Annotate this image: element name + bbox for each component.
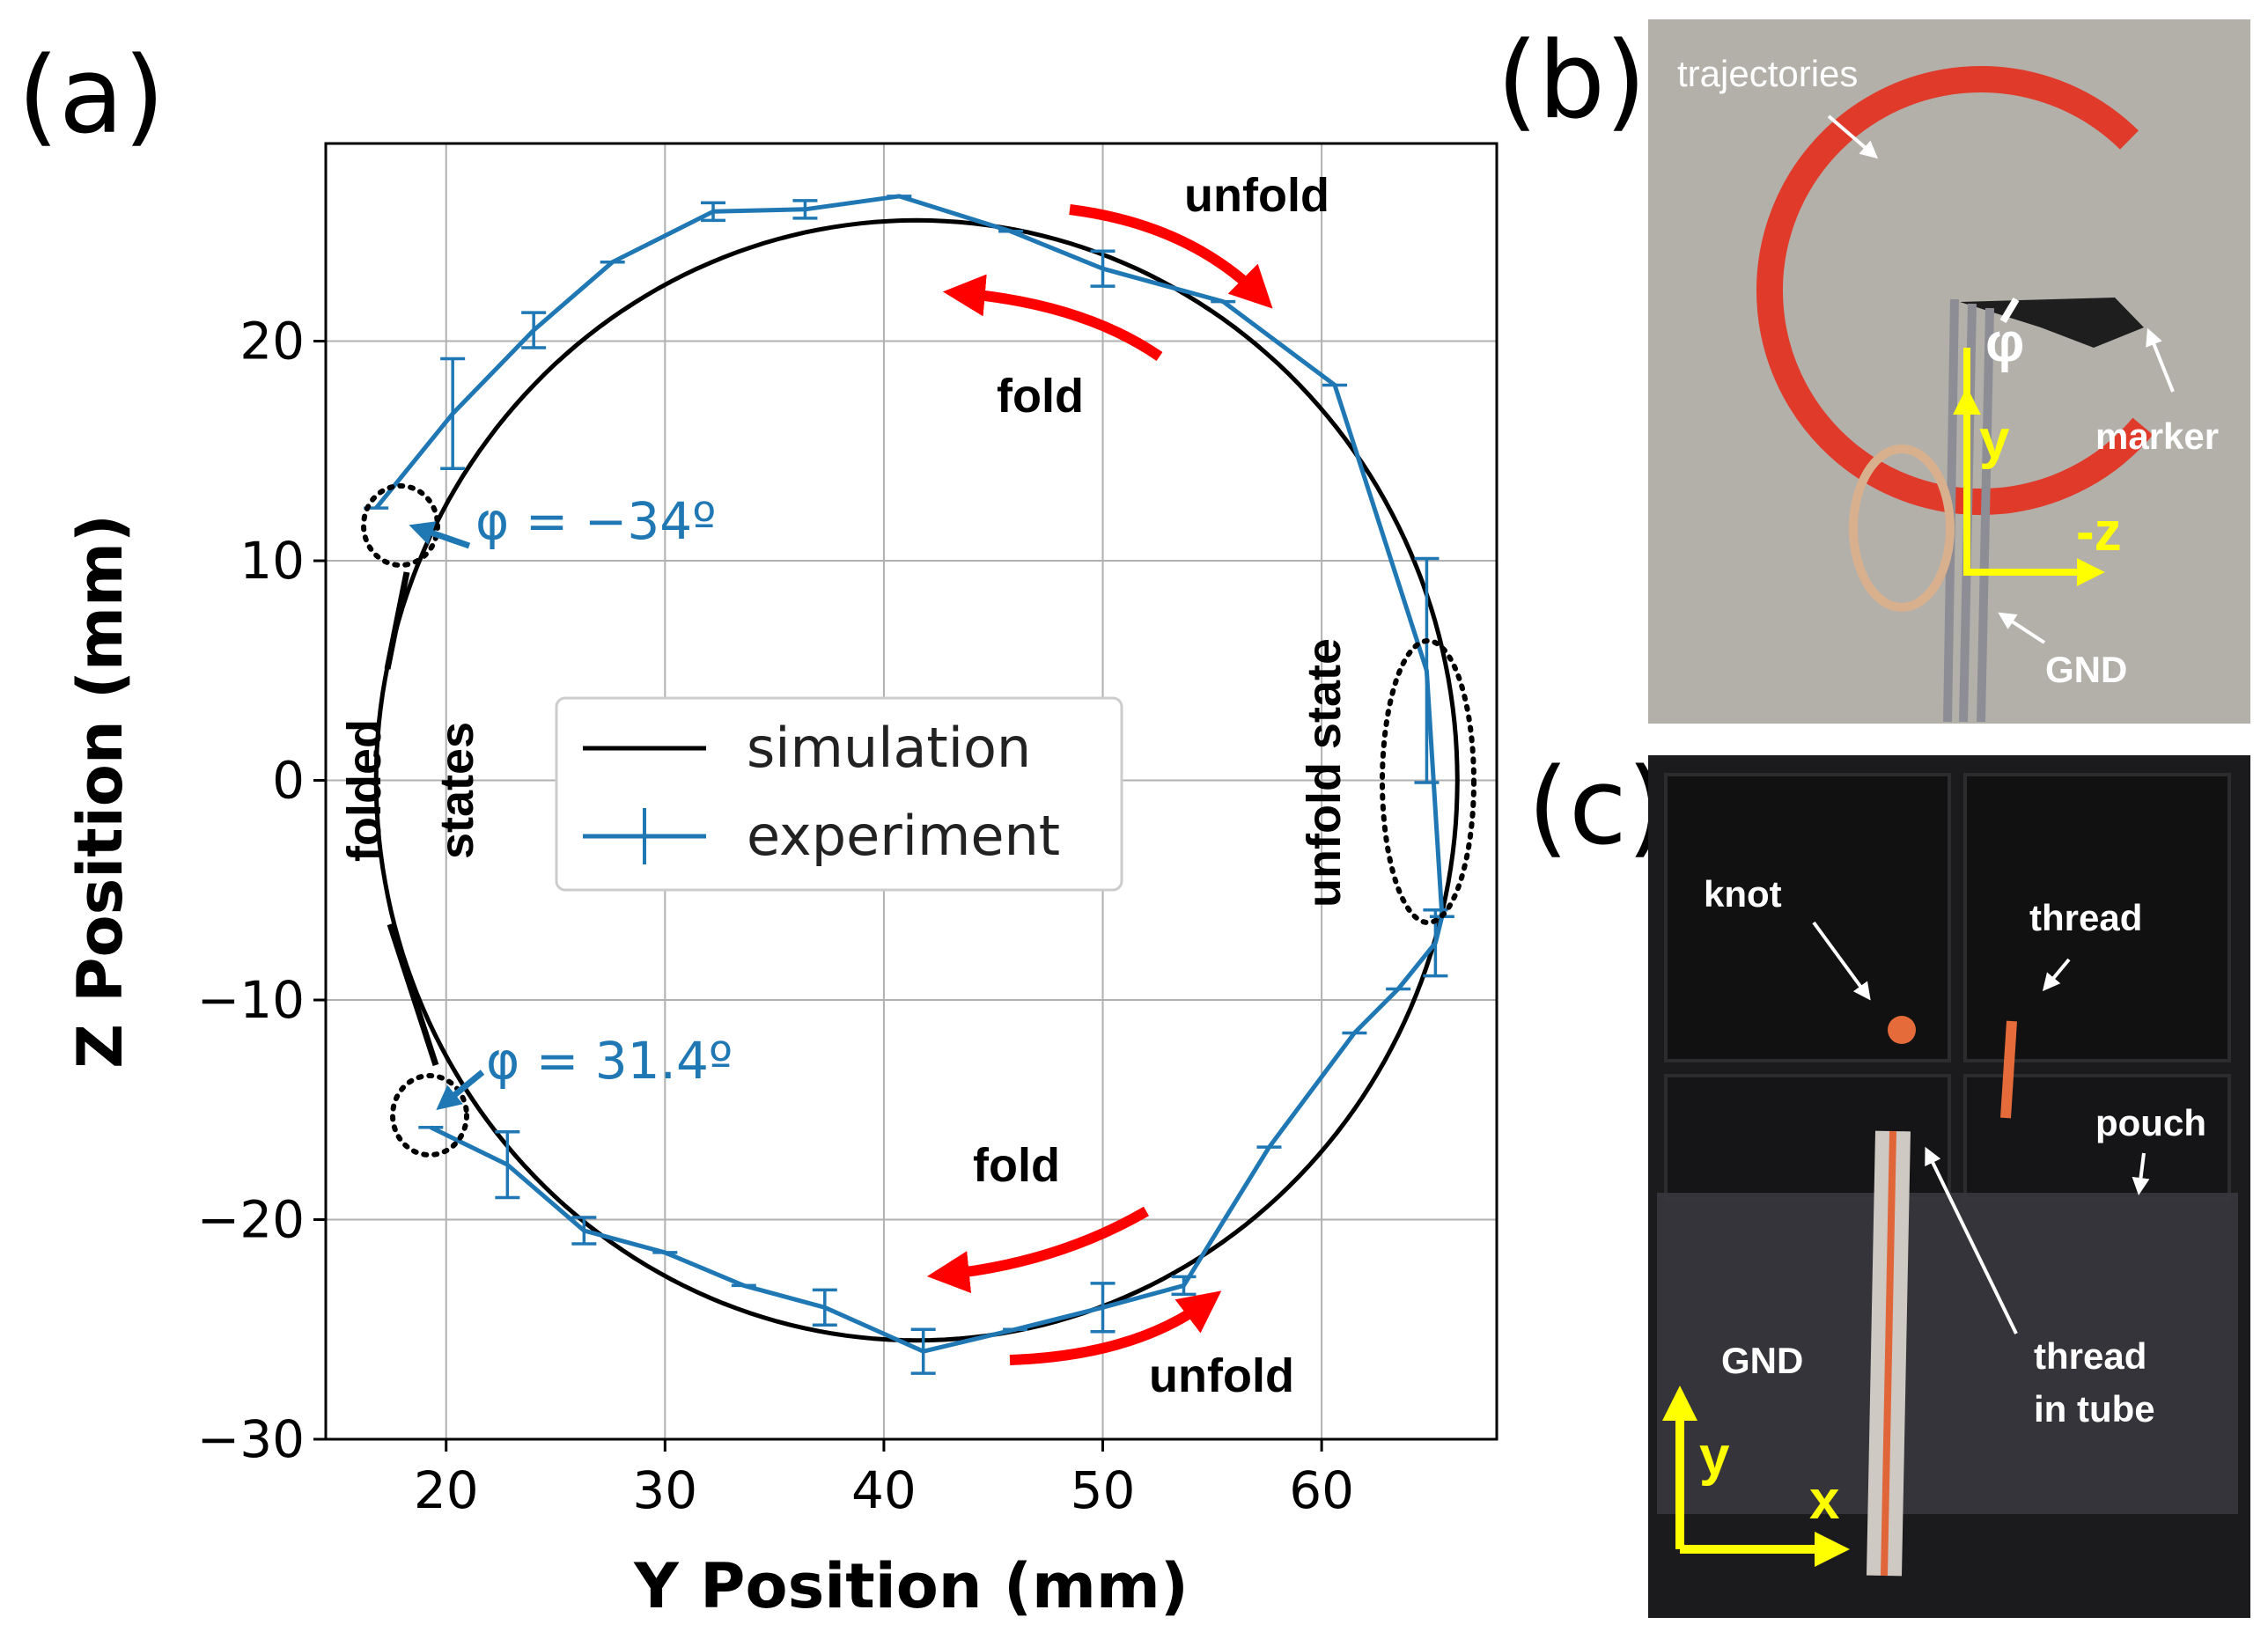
y-tick-label: −10 xyxy=(197,970,305,1030)
annotation-fold-top: fold xyxy=(997,370,1084,423)
x-tick-label: 40 xyxy=(851,1460,917,1520)
annotation-unfold-state: unfold state xyxy=(1298,638,1351,908)
folded-state-bottom-marker xyxy=(390,1073,469,1158)
thread-pointer xyxy=(2042,958,2071,992)
panel-label-b: (b) xyxy=(1497,20,1646,143)
phi-bottom-arrow xyxy=(436,1070,485,1111)
y-tick-label: −20 xyxy=(197,1190,305,1250)
phi-top-arrow xyxy=(409,521,471,549)
thread-in-tube xyxy=(1881,1130,1896,1577)
annotation-states: states xyxy=(431,722,483,859)
label-thread-in-tube-1: thread xyxy=(2034,1335,2146,1377)
label-marker: marker xyxy=(2095,415,2219,457)
gnd-pointer-b xyxy=(1998,612,2046,644)
x-tick-label: 50 xyxy=(1071,1460,1136,1520)
fold-arrow-top xyxy=(942,274,1163,361)
label-thread: thread xyxy=(2029,897,2142,938)
folded-states-annotation: folded states xyxy=(338,483,483,1158)
label-x-c: x xyxy=(1809,1470,1840,1531)
tile-top-left xyxy=(1664,773,1951,1062)
panel-label-a: (a) xyxy=(18,35,165,158)
annotation-phi-bottom: φ = 31.4º xyxy=(486,1031,733,1091)
knot-pointer xyxy=(1812,921,1871,1001)
label-phi: φ xyxy=(1985,312,2024,373)
legend-experiment-label: experiment xyxy=(747,804,1060,868)
y-axis-label: Z Position (mm) xyxy=(64,514,136,1069)
legend-simulation-label: simulation xyxy=(747,716,1031,780)
label-knot: knot xyxy=(1704,873,1782,915)
unfold-arrow-bottom xyxy=(1009,1290,1222,1365)
tube-loop xyxy=(1849,445,1955,612)
plot-frame xyxy=(324,142,1498,1441)
label-trajectories: trajectories xyxy=(1677,53,1858,94)
label-gnd-b: GND xyxy=(2045,649,2127,690)
thread-line xyxy=(2000,1020,2017,1119)
label-neg-z: -z xyxy=(2076,502,2122,562)
annotation-folded: folded xyxy=(338,719,391,862)
legend: simulation experiment xyxy=(555,696,1123,892)
x-ticks: 20 30 40 50 60 xyxy=(414,1439,1354,1520)
experiment-series xyxy=(364,194,1454,1375)
marker-pointer xyxy=(2146,327,2175,393)
y-tick-label: 20 xyxy=(239,312,305,371)
y-tick-label: −30 xyxy=(197,1409,305,1469)
label-thread-in-tube-2: in tube xyxy=(2034,1388,2155,1430)
thread-in-tube-pointer xyxy=(1925,1146,2018,1334)
folded-bracket-bottom xyxy=(387,923,439,1067)
x-tick-label: 20 xyxy=(414,1460,479,1520)
y-ticks: 20 10 0 −10 −20 −30 xyxy=(197,312,326,1469)
annotation-fold-bottom: fold xyxy=(973,1139,1060,1192)
x-axis-label: Y Position (mm) xyxy=(633,1550,1189,1622)
unfold-state-annotation: unfold state xyxy=(1298,638,1476,925)
tile-top-right xyxy=(1963,773,2231,1062)
panel-label-c: (c) xyxy=(1528,746,1668,869)
x-tick-label: 60 xyxy=(1289,1460,1354,1520)
x-tick-label: 30 xyxy=(632,1460,697,1520)
label-y-b: y xyxy=(1979,409,2010,470)
annotation-unfold-bottom: unfold xyxy=(1149,1349,1294,1402)
knot xyxy=(1888,1016,1916,1044)
label-y-c: y xyxy=(1699,1426,1730,1487)
pouch-pointer xyxy=(2132,1152,2150,1195)
trajectory-circle xyxy=(1756,66,2205,515)
label-gnd-c: GND xyxy=(1721,1340,1803,1381)
folded-state-top-marker xyxy=(361,483,440,568)
y-tick-label: 0 xyxy=(272,751,305,811)
trajectories-pointer xyxy=(1827,114,1879,159)
unfold-arrow-top xyxy=(1069,204,1273,309)
folded-bracket-top xyxy=(384,571,410,670)
fold-arrows xyxy=(926,204,1273,1365)
annotation-unfold-top: unfold xyxy=(1184,169,1329,222)
pouch xyxy=(1657,1193,2238,1514)
label-pouch: pouch xyxy=(2095,1102,2206,1143)
y-tick-label: 10 xyxy=(239,531,305,591)
photo-c: knot thread pouch GND thread in tube y x xyxy=(1648,755,2250,1618)
photo-b: trajectories φ y -z marker GND xyxy=(1648,19,2250,724)
unfold-state-marker xyxy=(1380,638,1476,925)
phi-tick xyxy=(1999,297,2020,324)
simulation-curve xyxy=(373,217,1460,1343)
fold-arrow-bottom xyxy=(926,1206,1150,1293)
simulation-line xyxy=(373,217,1460,1343)
annotation-phi-top: φ = −34º xyxy=(475,491,716,551)
